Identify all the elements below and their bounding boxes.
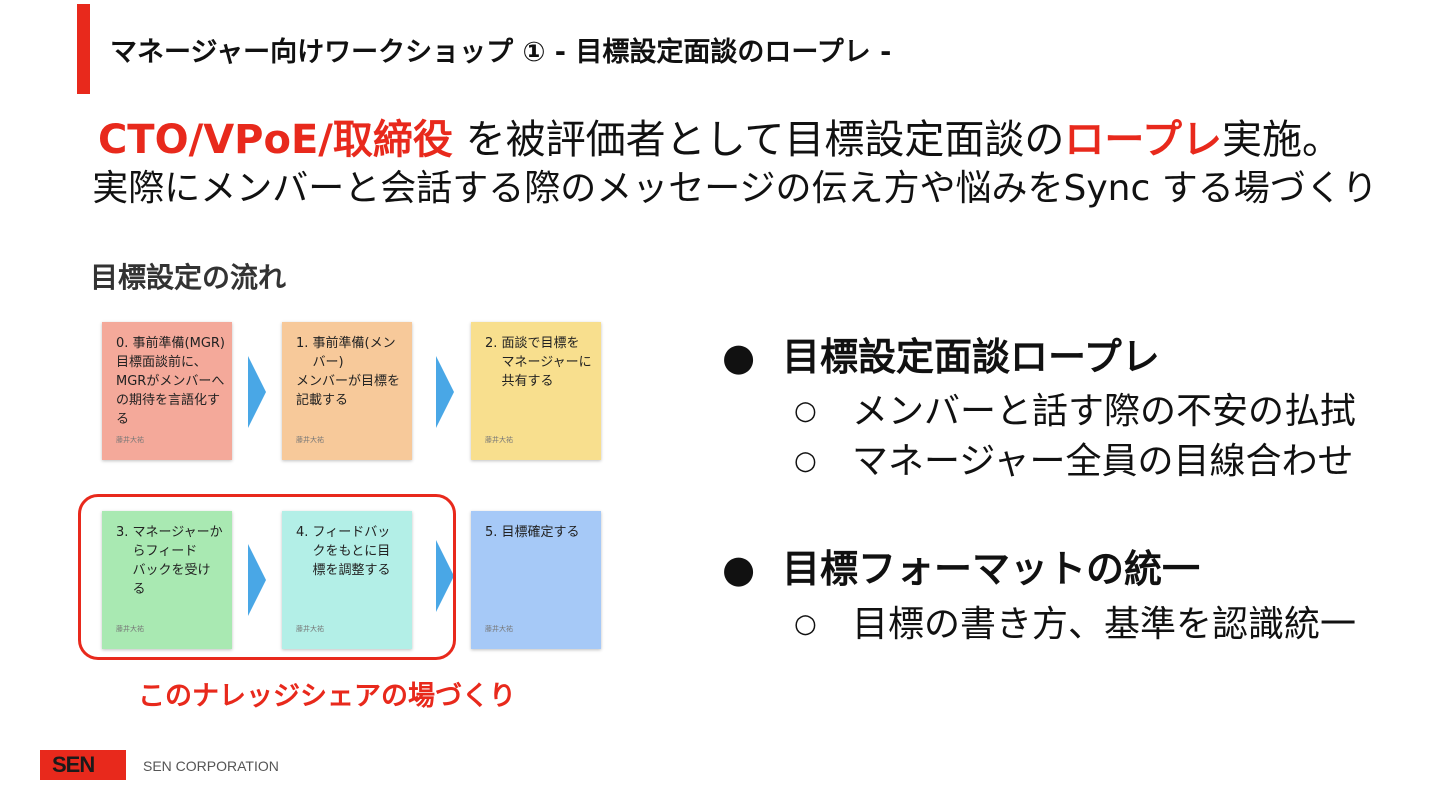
sticky-note-author: 藤井大祐 [485,625,513,633]
headline-red-roles: CTO/VPoE/取締役 [97,117,453,163]
sticky-note-5: 5. 目標確定する 藤井大祐 [471,511,601,649]
sticky-note-text: 1. 事前準備(メン バー) メンバーが目標を 記載する [296,336,401,408]
sticky-note-author: 藤井大祐 [116,625,144,633]
flow-title: 目標設定の流れ [90,261,287,294]
bullet-circle-icon: ○ [794,446,817,476]
sticky-note-text: 5. 目標確定する [485,525,580,540]
sticky-note-text: 3. マネージャーか らフィード バックを受け る [116,525,223,597]
sub-bullet: ○ マネージャー全員の目線合わせ [794,432,1353,484]
bullet-roleplay: ● 目標設定面談ロープレ [722,326,1160,381]
sub-bullet-text: メンバーと話す際の不安の払拭 [852,391,1357,432]
highlight-outline [78,494,456,660]
slide-title: マネージャー向けワークショップ ① - 目標設定面談のロープレ - [110,37,892,68]
sen-logo: SEN [40,750,126,780]
headline-text-1: を被評価者として目標設定面談の [452,117,1065,163]
bullet-circle-icon: ○ [794,396,817,426]
logo-text: SEN [52,752,95,777]
sticky-note-1: 1. 事前準備(メン バー) メンバーが目標を 記載する 藤井大祐 [282,322,412,460]
sticky-note-text: 4. フィードバッ クをもとに目 標を調整する [296,525,391,578]
bullet-title: 目標設定面談ロープレ [782,335,1160,379]
bullet-dot-icon: ● [722,547,756,591]
sub-bullet: ○ 目標の書き方、基準を認識統一 [794,595,1356,647]
company-name: SEN CORPORATION [143,758,279,774]
logo-block [40,750,126,780]
title-accent-bar [77,4,90,94]
highlight-caption: このナレッジシェアの場づくり [138,681,516,712]
sticky-note-2: 2. 面談で目標を マネージャーに 共有する 藤井大祐 [471,322,601,460]
sticky-note-author: 藤井大祐 [296,625,324,633]
flow-arrow-icon [248,544,266,616]
sticky-note-0: 0. 事前準備(MGR) 目標面談前に、 MGRがメンバーへ の期待を言語化す … [102,322,232,460]
sticky-note-3: 3. マネージャーか らフィード バックを受け る 藤井大祐 [102,511,232,649]
headline-red-roleplay: ロープレ [1064,117,1223,163]
bullet-circle-icon: ○ [794,609,817,639]
flow-arrow-icon [248,356,266,428]
sticky-note-text: 0. 事前準備(MGR) 目標面談前に、 MGRがメンバーへ の期待を言語化す … [116,336,226,427]
sticky-note-author: 藤井大祐 [485,436,513,444]
sticky-note-4: 4. フィードバッ クをもとに目 標を調整する 藤井大祐 [282,511,412,649]
flow-arrow-icon [436,356,454,428]
headline: CTO/VPoE/取締役 を被評価者として目標設定面談のロープレ実施。 [0,116,1440,164]
sticky-note-text: 2. 面談で目標を マネージャーに 共有する [485,336,592,389]
sub-bullet: ○ メンバーと話す際の不安の払拭 [794,382,1356,434]
headline-text-2: 実施。 [1222,117,1343,163]
bullet-dot-icon: ● [722,335,756,379]
sticky-note-author: 藤井大祐 [296,436,324,444]
bullet-title: 目標フォーマットの統一 [782,547,1201,591]
sub-bullet-text: マネージャー全員の目線合わせ [852,441,1354,482]
sticky-note-author: 藤井大祐 [116,436,144,444]
bullet-format: ● 目標フォーマットの統一 [722,538,1200,593]
sub-bullet-text: 目標の書き方、基準を認識統一 [852,604,1357,645]
subheadline: 実際にメンバーと会話する際のメッセージの伝え方や悩みをSync する場づくり [92,168,1378,209]
flow-arrow-icon [436,540,454,612]
